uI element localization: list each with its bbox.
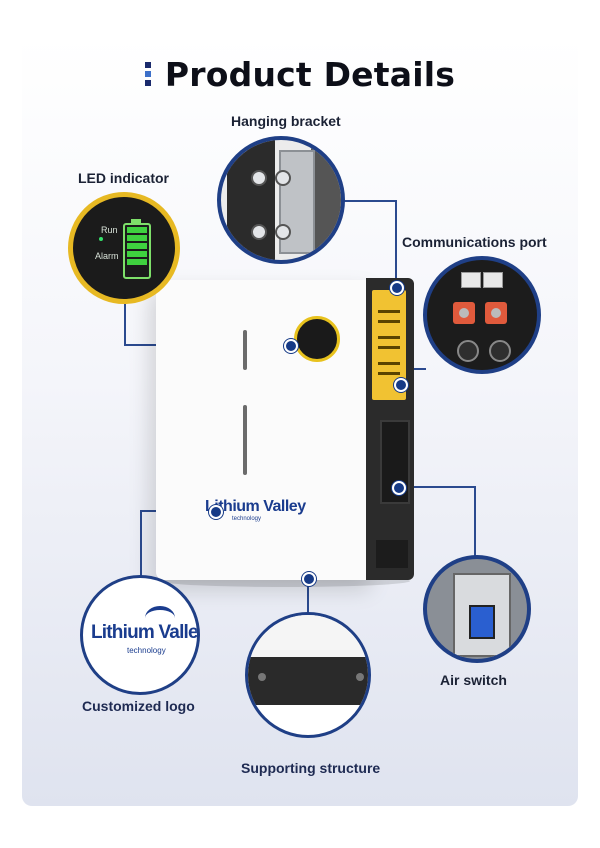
logo-brand-text: Lithium Valley — [91, 622, 200, 643]
switch-toggle-icon — [469, 605, 495, 639]
connector-line — [343, 200, 395, 202]
battery-level-icon — [123, 223, 151, 279]
battery-slot — [243, 330, 247, 370]
customized-logo-circle: Lithium Valley technology — [80, 575, 200, 695]
callout-dot — [394, 378, 408, 392]
callout-dot — [284, 339, 298, 353]
bolt-icon — [258, 673, 266, 681]
label-supporting-structure: Supporting structure — [241, 760, 381, 776]
callout-dot — [390, 281, 404, 295]
communications-port-circle — [423, 256, 541, 374]
structure-top — [248, 615, 368, 657]
led-alarm-label: Alarm — [95, 251, 119, 261]
connector-line — [140, 510, 142, 578]
battery-body — [156, 280, 376, 580]
bracket-wall-plate — [227, 140, 275, 260]
callout-dot — [392, 481, 406, 495]
connector-line — [124, 302, 126, 344]
connector-round-icon — [457, 340, 479, 362]
supporting-structure-circle — [245, 612, 371, 738]
comm-port-icon — [461, 272, 481, 288]
callout-dot — [209, 505, 223, 519]
run-light-icon — [99, 237, 103, 241]
structure-base-plate — [248, 657, 368, 705]
connector-round-icon — [489, 340, 511, 362]
battery-led-indicator — [294, 316, 340, 362]
connector-line — [474, 486, 476, 556]
hanging-bracket-circle — [217, 136, 345, 264]
title-wrapper: Product Details — [0, 55, 600, 94]
callout-dot — [302, 572, 316, 586]
battery-cap-icon — [131, 219, 141, 223]
label-communications-port: Communications port — [402, 234, 547, 250]
air-switch-circle — [423, 555, 531, 663]
connector-line — [395, 200, 397, 286]
power-terminal-icon — [453, 302, 475, 324]
bolt-icon — [275, 224, 291, 240]
label-hanging-bracket: Hanging bracket — [231, 113, 341, 129]
power-terminal-icon — [485, 302, 507, 324]
bolt-icon — [275, 170, 291, 186]
battery-logo: Lithium Valley — [205, 498, 306, 515]
led-run-label: Run — [101, 225, 118, 235]
led-indicator-circle: Run Alarm — [68, 192, 180, 304]
label-air-switch: Air switch — [440, 672, 507, 688]
comm-port-icon — [483, 272, 503, 288]
connector-line — [307, 578, 309, 614]
page-title: Product Details — [144, 55, 456, 94]
connector-line — [398, 486, 474, 488]
battery-handle — [376, 540, 408, 568]
title-bar-icon — [144, 62, 151, 92]
bolt-icon — [251, 224, 267, 240]
label-led-indicator: LED indicator — [78, 170, 170, 186]
battery-logo-sub: technology — [232, 516, 262, 522]
page-title-text: Product Details — [164, 55, 456, 94]
air-switch-box — [453, 573, 511, 657]
label-customized-logo: Customized logo — [82, 698, 195, 714]
bracket-side-plate — [311, 140, 341, 260]
battery-slot — [243, 405, 247, 475]
logo-swoosh-icon — [145, 606, 175, 630]
bolt-icon — [356, 673, 364, 681]
bolt-icon — [251, 170, 267, 186]
logo-sub-text: technology — [127, 646, 166, 655]
